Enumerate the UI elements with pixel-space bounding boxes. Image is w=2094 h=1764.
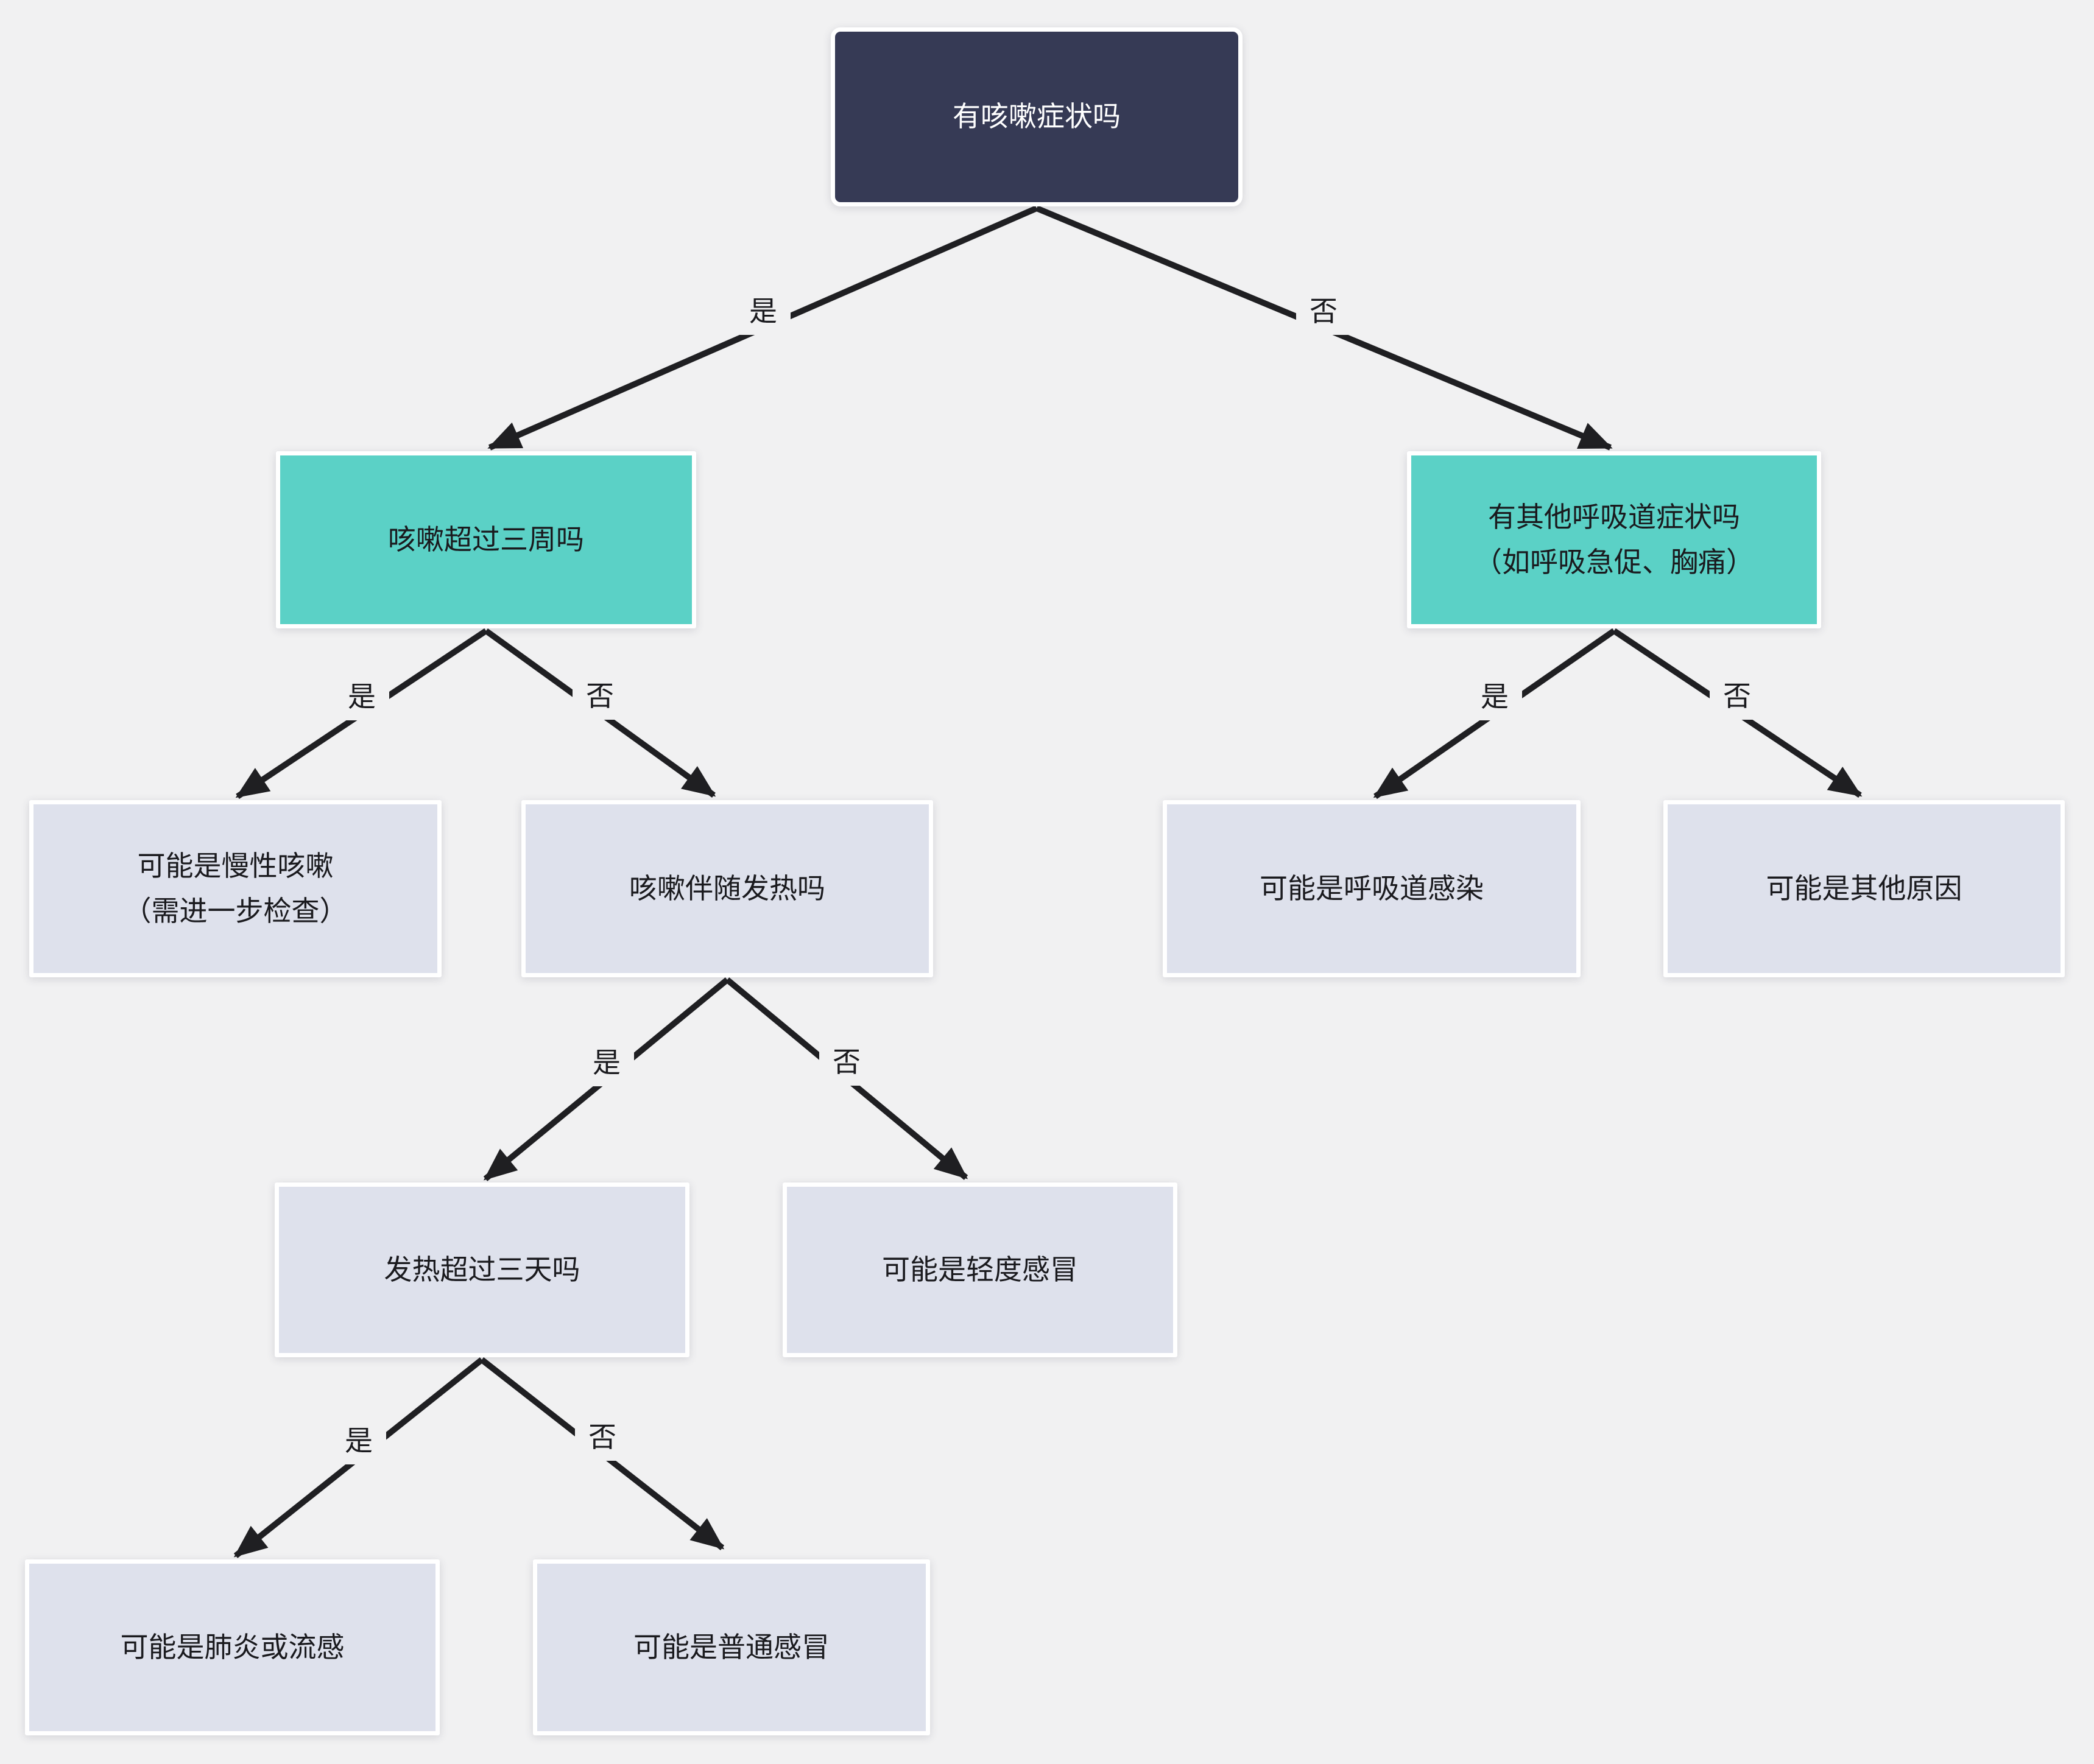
node-pneumonia-or-flu: 可能是肺炎或流感 <box>25 1559 440 1735</box>
edge-label-root-no: 否 <box>1296 287 1351 335</box>
node-label: 咳嗽伴随发热吗 <box>629 872 825 904</box>
node-cough-with-fever: 咳嗽伴随发热吗 <box>521 800 933 977</box>
node-label: 可能是呼吸道感染 <box>1260 872 1484 904</box>
edge-label-fever-yes: 是 <box>579 1039 634 1086</box>
node-label-line2: （如呼吸急促、胸痛） <box>1474 546 1754 578</box>
node-respiratory-infection: 可能是呼吸道感染 <box>1163 800 1581 977</box>
node-chronic-cough: 可能是慢性咳嗽 （需进一步检查） <box>29 800 442 977</box>
node-root-question: 有咳嗽症状吗 <box>831 27 1243 206</box>
edge-label-cough3w-yes: 是 <box>334 673 389 720</box>
node-label: 咳嗽超过三周吗 <box>388 523 584 555</box>
edge-label-cough3w-no: 否 <box>573 672 627 720</box>
node-other-respiratory-symptoms: 有其他呼吸道症状吗 （如呼吸急促、胸痛） <box>1407 451 1821 628</box>
edge-label-otherresp-no: 否 <box>1710 672 1764 720</box>
node-label: 可能是轻度感冒 <box>882 1253 1078 1285</box>
node-label-line1: 有其他呼吸道症状吗 <box>1488 501 1740 533</box>
edge-label-fever3d-yes: 是 <box>331 1417 386 1464</box>
node-label: 发热超过三天吗 <box>384 1253 580 1285</box>
node-label: 可能是其他原因 <box>1766 872 1962 904</box>
node-cough-over-three-weeks: 咳嗽超过三周吗 <box>276 451 696 628</box>
node-mild-cold: 可能是轻度感冒 <box>783 1182 1177 1357</box>
node-fever-over-three-days: 发热超过三天吗 <box>275 1182 689 1357</box>
edge-label-root-yes: 是 <box>736 287 791 335</box>
node-common-cold: 可能是普通感冒 <box>533 1559 930 1735</box>
edge-label-otherresp-yes: 是 <box>1467 673 1522 720</box>
edge-label-fever3d-no: 否 <box>575 1413 630 1461</box>
node-label-line2: （需进一步检查） <box>123 894 348 927</box>
node-label: 有咳嗽症状吗 <box>953 100 1121 133</box>
node-label: 可能是普通感冒 <box>633 1631 830 1663</box>
node-label-line1: 可能是慢性咳嗽 <box>137 849 334 882</box>
node-other-cause: 可能是其他原因 <box>1663 800 2065 977</box>
edge-label-fever-no: 否 <box>819 1038 874 1086</box>
node-label: 可能是肺炎或流感 <box>120 1631 345 1663</box>
